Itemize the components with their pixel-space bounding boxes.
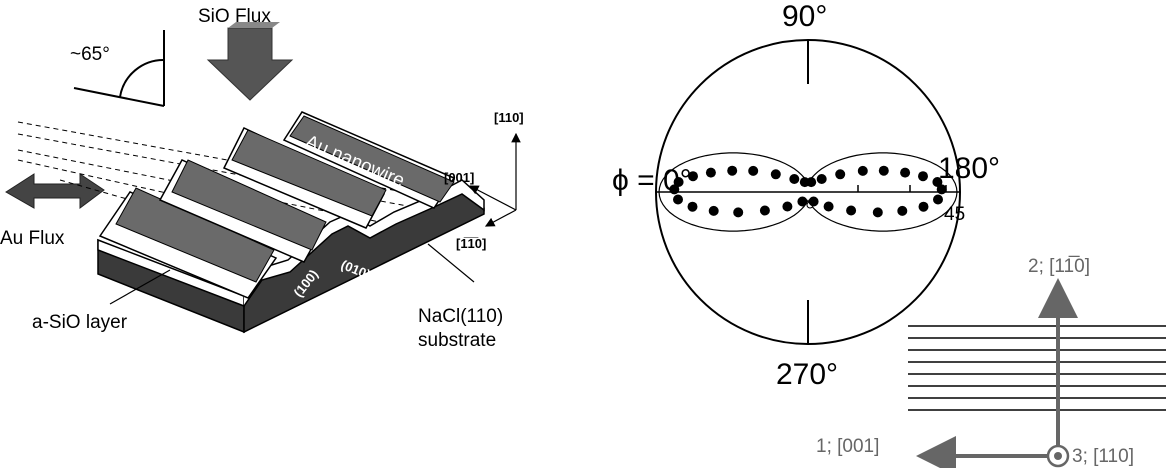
data-point-31 xyxy=(673,194,683,205)
data-point-19 xyxy=(918,201,929,212)
data-point-11 xyxy=(835,169,846,180)
sio-flux-arrow: SiO Flux xyxy=(198,6,294,101)
nacl-substrate xyxy=(97,111,485,334)
data-point-22 xyxy=(846,205,857,216)
substrate-label-line1: NaCl(110) xyxy=(418,306,503,327)
data-point-2 xyxy=(688,171,698,182)
axis-001-label: [001] xyxy=(444,170,474,185)
data-point-3 xyxy=(705,167,716,178)
substrate-label-line2: substrate xyxy=(418,330,496,351)
data-point-24 xyxy=(808,196,819,207)
axis-3-dot xyxy=(1054,452,1062,460)
angle-90-label: 90° xyxy=(782,0,827,33)
axis-2-label: 2; [11̅0] xyxy=(1028,256,1090,277)
data-point-29 xyxy=(708,205,719,216)
data-point-12 xyxy=(857,165,868,176)
data-point-1 xyxy=(673,177,684,187)
data-point-10 xyxy=(816,174,827,184)
angle-label: ~65° xyxy=(70,44,110,65)
axis-110-label: [110] xyxy=(494,110,524,125)
data-point-30 xyxy=(687,201,698,212)
asio-layer-label: a-SiO layer xyxy=(32,312,128,333)
data-point-15 xyxy=(918,171,928,182)
sio-flux-label: SiO Flux xyxy=(198,6,271,27)
data-point-23 xyxy=(823,201,834,212)
crystal-axes: [110] [001] [1̅1̅0] xyxy=(444,110,524,251)
data-point-6 xyxy=(770,169,781,180)
asio-leader-line xyxy=(109,269,171,305)
au-flux-label: Au Flux xyxy=(0,228,65,249)
data-point-4 xyxy=(727,165,738,176)
data-point-9 xyxy=(806,177,817,188)
layer-lines xyxy=(908,325,1166,411)
axis-3-label: 3; [110] xyxy=(1072,446,1134,467)
data-point-13 xyxy=(878,165,889,176)
data-point-17 xyxy=(936,184,947,195)
substrate-schematic: ~65° SiO Flux Au Flux xyxy=(0,6,524,351)
axis-1m10-label: [1̅1̅0] xyxy=(456,236,486,251)
data-point-7 xyxy=(789,174,800,184)
angle-270-label: 270° xyxy=(776,358,838,391)
angle-180-label: 180° xyxy=(938,152,1000,185)
au-flux-arrow: Au Flux xyxy=(0,173,105,249)
radius-tick-label: 45 xyxy=(944,204,965,225)
data-point-16 xyxy=(932,177,943,187)
data-point-28 xyxy=(733,207,744,218)
data-point-14 xyxy=(900,167,911,178)
angle-indicator: ~65° xyxy=(70,30,165,107)
data-point-20 xyxy=(897,205,908,216)
data-point-18 xyxy=(933,194,943,205)
data-point-0 xyxy=(669,184,680,195)
fit-curve xyxy=(658,152,958,232)
data-point-25 xyxy=(797,196,808,207)
data-points xyxy=(669,165,947,218)
substrate-leader-line xyxy=(427,243,475,283)
axis-1-label: 1; [001] xyxy=(816,436,879,457)
polar-plot: 90° 180° 270° ϕ = 0° 45 xyxy=(612,0,1000,391)
data-point-26 xyxy=(782,201,793,212)
data-point-21 xyxy=(872,207,883,218)
data-point-27 xyxy=(759,205,770,216)
axes-diagram: 2; [11̅0] 1; [001] 3; [110] xyxy=(816,256,1166,468)
data-point-5 xyxy=(748,165,759,176)
